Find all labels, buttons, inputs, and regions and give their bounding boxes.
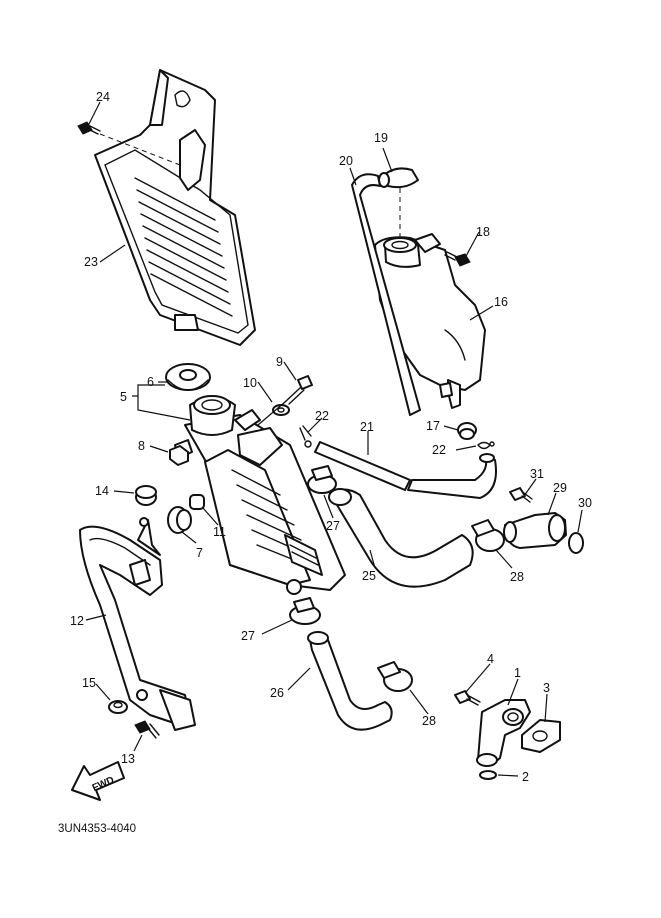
o-ring-2-part <box>479 770 497 780</box>
clamp-27-lower-part <box>289 597 321 625</box>
clamp-28-lower-part <box>377 661 413 692</box>
callout-29: 29 <box>553 481 567 495</box>
bolt-9-washer-10-part <box>257 375 313 426</box>
hose-21-part <box>314 441 497 499</box>
callout-2: 2 <box>522 770 529 784</box>
callout-27-lower: 27 <box>241 629 255 643</box>
radiator-cap-part <box>165 363 211 391</box>
clamp-28-right-part <box>471 519 505 552</box>
callout-4: 4 <box>487 652 494 666</box>
callout-22-lower: 22 <box>432 443 446 457</box>
callout-24: 24 <box>96 90 110 104</box>
bolt-13-part <box>134 720 160 739</box>
callout-18: 18 <box>476 225 490 239</box>
callout-28-right: 28 <box>510 570 524 584</box>
clip-22-lower-part <box>477 441 495 450</box>
callout-30: 30 <box>578 496 592 510</box>
grommet-14-part <box>135 485 157 506</box>
callout-23: 23 <box>84 255 98 269</box>
callout-21: 21 <box>360 420 374 434</box>
callout-28-lower: 28 <box>422 714 436 728</box>
callout-17: 17 <box>426 419 440 433</box>
callout-9: 9 <box>276 355 283 369</box>
callout-5: 5 <box>120 390 127 404</box>
callout-13: 13 <box>121 752 135 766</box>
radiator-cover-part <box>94 69 256 346</box>
hose-26-part <box>307 631 393 731</box>
callout-20: 20 <box>339 154 353 168</box>
callout-22-upper: 22 <box>315 409 329 423</box>
callout-16: 16 <box>494 295 508 309</box>
reservoir-tank-part <box>374 233 486 409</box>
callout-1: 1 <box>514 666 521 680</box>
callout-15: 15 <box>82 676 96 690</box>
bracket-12-part <box>79 517 196 731</box>
callout-26: 26 <box>270 686 284 700</box>
callout-31: 31 <box>530 467 544 481</box>
hose-25-part <box>328 488 474 588</box>
bushing-11-part <box>189 494 205 510</box>
pump-elbow-1-part <box>476 699 531 767</box>
clip-22-upper-part <box>299 425 312 448</box>
leader-lines <box>85 101 583 777</box>
o-ring-30-part <box>568 532 584 554</box>
reservoir-cap-19-part <box>378 167 419 238</box>
callout-10: 10 <box>243 376 257 390</box>
callout-27-upper: 27 <box>326 519 340 533</box>
grommet-7-part <box>167 506 192 534</box>
grommet-17-part <box>457 422 477 440</box>
callout-numbers: 1 2 3 4 5 6 7 8 9 10 11 12 13 14 15 16 1… <box>70 90 592 784</box>
elbow-29-part <box>503 512 567 549</box>
callout-3: 3 <box>543 681 550 695</box>
nut-15-part <box>108 700 128 714</box>
callout-19: 19 <box>374 131 388 145</box>
bolt-4-part <box>454 690 481 706</box>
callout-8: 8 <box>138 439 145 453</box>
callout-7: 7 <box>196 546 203 560</box>
overflow-hose-20-part <box>351 173 421 416</box>
callout-14: 14 <box>95 484 109 498</box>
radiator-body-part <box>174 395 346 595</box>
callout-25: 25 <box>362 569 376 583</box>
drawing-code: 3UN4353-4040 <box>58 823 136 835</box>
clamp-27-upper-part <box>307 465 337 494</box>
gasket-3-part <box>521 719 561 753</box>
fwd-arrow-icon: FWD <box>71 761 125 801</box>
callout-6: 6 <box>147 375 154 389</box>
nut-8-part <box>169 445 189 466</box>
bolt-18-part <box>444 251 471 267</box>
callout-11: 11 <box>213 525 226 539</box>
callout-12: 12 <box>70 614 84 628</box>
